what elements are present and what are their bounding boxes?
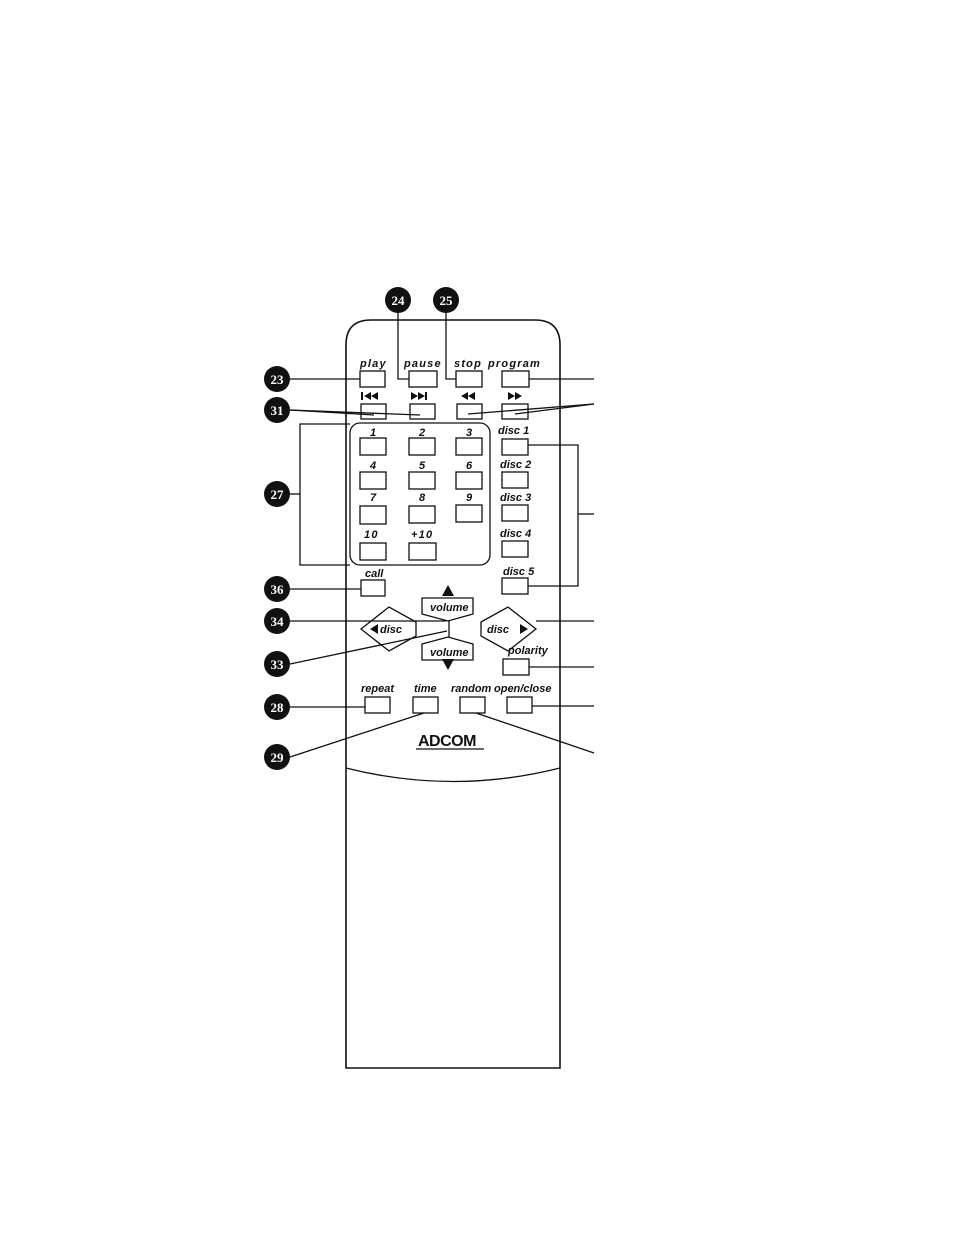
disc-3-label: disc 3 — [500, 492, 531, 504]
key-2-label: 2 — [418, 427, 425, 439]
play-button[interactable] — [360, 371, 385, 387]
repeat-button[interactable] — [365, 697, 390, 713]
stop-label: stop — [454, 358, 482, 370]
key-8-label: 8 — [419, 492, 426, 504]
callout-27-bracket — [300, 424, 350, 565]
open-close-label: open/close — [494, 683, 551, 695]
callout-34-number: 34 — [271, 614, 285, 629]
open-close-button[interactable] — [507, 697, 532, 713]
key-2-button[interactable] — [409, 438, 435, 455]
key-9-button[interactable] — [456, 505, 482, 522]
time-label: time — [414, 683, 437, 695]
disc-3-button[interactable] — [502, 505, 528, 521]
disc-left-label: disc — [380, 624, 402, 636]
key-3-label: 3 — [466, 427, 472, 439]
program-label: program — [487, 358, 541, 370]
key-1-label: 1 — [370, 427, 376, 439]
callout-24: 24 — [385, 287, 411, 313]
callout-25-number: 25 — [440, 293, 454, 308]
skip-back-button[interactable] — [361, 404, 386, 419]
callout-36: 36 — [264, 576, 290, 602]
disc-1-label: disc 1 — [498, 425, 529, 437]
stop-button[interactable] — [456, 371, 482, 387]
key-4-label: 4 — [369, 460, 376, 472]
callout-31-number: 31 — [271, 403, 284, 418]
callout-33-number: 33 — [271, 657, 285, 672]
random-button[interactable] — [460, 697, 485, 713]
program-button[interactable] — [502, 371, 529, 387]
key-plus10-button[interactable] — [409, 543, 436, 560]
callout-25: 25 — [433, 287, 459, 313]
disc-4-button[interactable] — [502, 541, 528, 557]
disc-right-label: disc — [487, 624, 509, 636]
key-7-button[interactable] — [360, 506, 386, 524]
key-5-label: 5 — [419, 460, 426, 472]
call-label: call — [365, 568, 384, 580]
disc-1-button[interactable] — [502, 439, 528, 455]
play-label: play — [359, 358, 387, 370]
callout-27-number: 27 — [271, 487, 285, 502]
polarity-label: polarity — [507, 645, 549, 657]
key-7-label: 7 — [370, 492, 377, 504]
callout-33: 33 — [264, 651, 290, 677]
key-plus10-label: +10 — [411, 529, 433, 541]
callout-29: 29 — [264, 744, 290, 770]
repeat-label: repeat — [361, 683, 395, 695]
key-8-button[interactable] — [409, 506, 435, 523]
disc-4-label: disc 4 — [500, 528, 531, 540]
disc-2-label: disc 2 — [500, 459, 531, 471]
key-4-button[interactable] — [360, 472, 386, 489]
pause-label: pause — [403, 358, 442, 370]
time-button[interactable] — [413, 697, 438, 713]
callout-23-number: 23 — [271, 372, 285, 387]
key-6-button[interactable] — [456, 472, 482, 489]
brand-logo-text: ADCOM — [418, 733, 476, 750]
disc-5-label: disc 5 — [503, 566, 535, 578]
key-1-button[interactable] — [360, 438, 386, 455]
key-5-button[interactable] — [409, 472, 435, 489]
rewind-button[interactable] — [457, 404, 482, 419]
callout-31: 31 — [264, 397, 290, 423]
callout-28: 28 — [264, 694, 290, 720]
key-10-label: 10 — [364, 529, 379, 541]
key-3-button[interactable] — [456, 438, 482, 455]
key-10-button[interactable] — [360, 543, 386, 560]
pause-button[interactable] — [409, 371, 437, 387]
key-9-label: 9 — [466, 492, 473, 504]
random-label: random — [451, 683, 492, 695]
callout-29-number: 29 — [271, 750, 285, 765]
key-6-label: 6 — [466, 460, 473, 472]
callout-23: 23 — [264, 366, 290, 392]
callout-28-number: 28 — [271, 700, 285, 715]
polarity-button[interactable] — [503, 659, 529, 675]
callout-34: 34 — [264, 608, 290, 634]
volume-down-label: volume — [430, 647, 469, 659]
disc-5-button[interactable] — [502, 578, 528, 594]
callout-36-number: 36 — [271, 582, 285, 597]
call-button[interactable] — [361, 580, 385, 596]
skip-forward-button[interactable] — [410, 404, 435, 419]
adcom-logo: ADCOM — [416, 733, 484, 750]
volume-up-label: volume — [430, 602, 469, 614]
disc-2-button[interactable] — [502, 472, 528, 488]
callout-27: 27 — [264, 481, 290, 507]
callout-24-number: 24 — [392, 293, 406, 308]
